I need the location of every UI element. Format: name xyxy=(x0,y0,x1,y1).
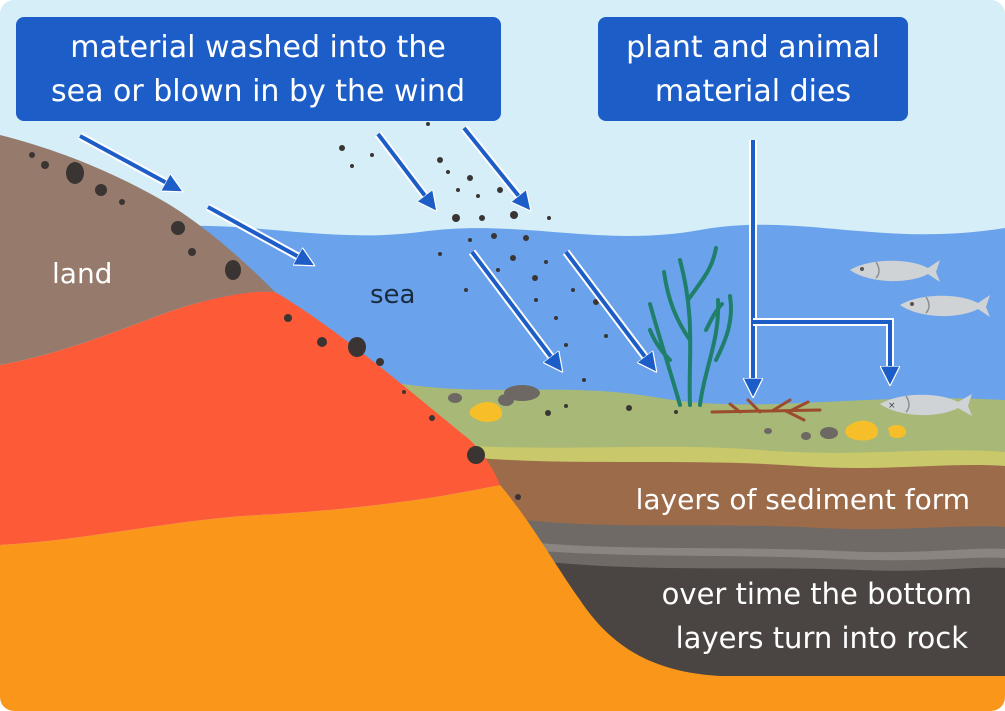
label-box-material-dies: plant and animal material dies xyxy=(598,17,908,121)
rock-layer xyxy=(548,562,1005,676)
shells xyxy=(469,401,906,441)
label-material-dies-line1: plant and animal xyxy=(626,30,880,65)
label-box-material-washed: material washed into the sea or blown in… xyxy=(16,17,501,121)
seabed-pebbles xyxy=(448,385,838,440)
falling-particles xyxy=(339,122,678,416)
land xyxy=(0,135,275,365)
falling-rocks xyxy=(29,152,521,500)
arrow-sink-2 xyxy=(562,249,652,366)
sediment-grey-stripe xyxy=(538,543,1005,561)
sediment-brown-layer xyxy=(478,458,1005,540)
seaweed xyxy=(648,246,733,407)
arrow-sink-1 xyxy=(468,249,558,366)
twig xyxy=(710,398,822,422)
label-rock-line2: layers turn into rock xyxy=(676,621,969,655)
arrow-wind-1 xyxy=(78,132,176,188)
fish-swimming-2 xyxy=(900,295,990,317)
death-arrows xyxy=(753,140,890,390)
label-rock-line1: over time the bottom xyxy=(662,577,972,611)
fish-swimming-1 xyxy=(850,260,940,282)
arrow-wind-4 xyxy=(460,125,526,205)
orange-layer xyxy=(0,485,1005,711)
label-sea: sea xyxy=(370,280,415,310)
label-sediment: layers of sediment form xyxy=(636,483,970,516)
fish-dead: × xyxy=(880,394,972,416)
label-material-washed-line1: material washed into the xyxy=(70,30,446,65)
wind-arrows xyxy=(78,125,652,366)
red-layer xyxy=(0,291,500,545)
seabed xyxy=(380,380,1005,470)
label-material-washed-line2: sea or blown in by the wind xyxy=(51,74,465,109)
label-land: land xyxy=(52,257,112,290)
arrow-wind-3 xyxy=(374,131,432,205)
arrow-wind-2 xyxy=(206,203,308,262)
label-material-dies-line2: material dies xyxy=(655,74,851,109)
svg-text:×: × xyxy=(888,401,896,411)
